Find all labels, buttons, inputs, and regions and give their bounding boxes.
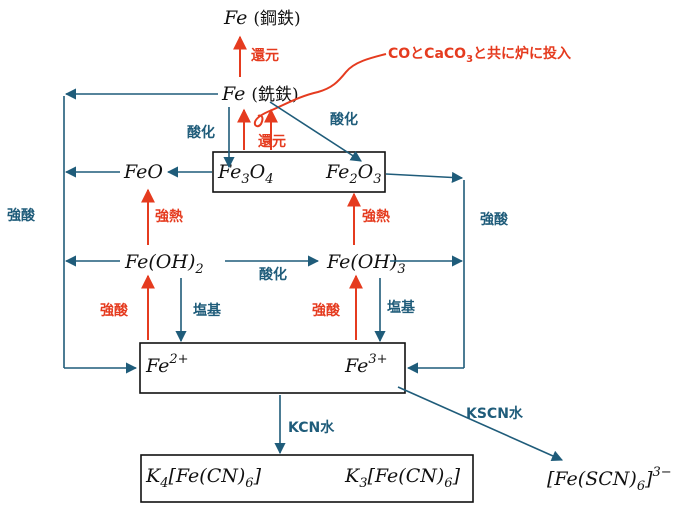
label-kcn-water: KCN水 (288, 419, 335, 436)
cyanide-complex-box (140, 454, 474, 503)
potassium-ferrocyanide: K4[Fe(CN)6] (145, 465, 262, 491)
label-oxidize-right: 酸化 (330, 111, 358, 128)
fe-2plus-ion: Fe2+ (145, 352, 189, 377)
fe3o4: Fe3O4 (217, 161, 274, 187)
label-reduce-top: 還元 (251, 47, 279, 64)
label-furnace-note: COとCaCO3と共に炉に投入 (388, 45, 571, 65)
label-base-fe2: 塩基 (193, 302, 222, 319)
fe-oh-2: Fe(OH)2 (124, 251, 204, 277)
furnace-note-squiggle (253, 53, 387, 128)
fe2o3: Fe2O3 (325, 161, 382, 187)
iron-ions-box (139, 342, 406, 394)
label-base-fe3: 塩基 (387, 299, 416, 316)
fe-pig-iron: Fe(銑鉄) (221, 83, 299, 105)
label-reduce-mid: 還元 (258, 133, 286, 150)
label-strong-acid-fe3: 強酸 (312, 302, 341, 319)
oxides-box (212, 151, 386, 193)
potassium-ferricyanide: K3[Fe(CN)6] (344, 465, 461, 491)
arrow-kscn (397, 386, 564, 462)
iron-thiocyanate-complex: [Fe(SCN)6]3− (547, 465, 672, 494)
label-strong-heat-right: 強熱 (362, 208, 390, 225)
label-strong-acid-right: 強酸 (480, 211, 509, 228)
label-strong-acid-fe2: 強酸 (100, 302, 129, 319)
label-strong-acid-left: 強酸 (7, 207, 36, 224)
fe-3plus-ion: Fe3+ (344, 352, 388, 377)
arrow-oxidize-fe2o3 (269, 101, 362, 162)
label-oxidize-left: 酸化 (187, 124, 215, 141)
label-oxidize-mid: 酸化 (259, 266, 287, 283)
label-strong-heat-left: 強熱 (155, 208, 183, 225)
fe-steel: Fe(鋼鉄) (223, 7, 301, 29)
arrow-fe2o3-to-trunk (385, 171, 464, 184)
feo: FeO (123, 161, 163, 183)
label-kscn-water: KSCN水 (466, 405, 524, 422)
fe-oh-3: Fe(OH)3 (326, 251, 406, 277)
